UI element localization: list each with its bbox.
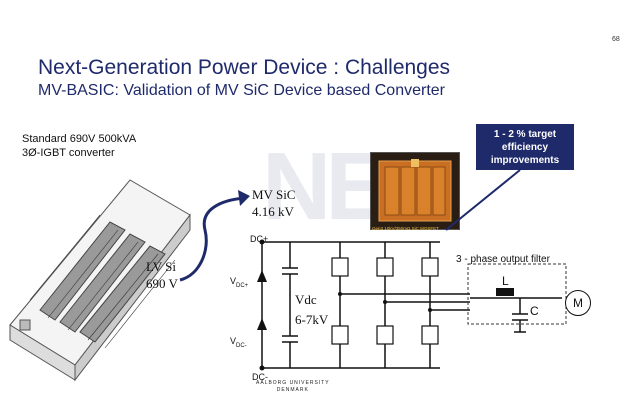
converter-schematic	[257, 239, 567, 371]
capacitor-label: C	[530, 304, 539, 318]
vdc-line1: Vdc	[295, 292, 317, 307]
vdc-minus-sub: DC-	[236, 342, 247, 349]
mv-sic-line1: MV SiC	[252, 187, 296, 202]
footer-line2: DENMARK	[276, 387, 309, 393]
dc-plus-label: DC+	[250, 234, 269, 244]
mv-sic-line2: 4.16 kV	[252, 204, 294, 219]
callout-text: 1 - 2 % target efficiency improvements	[490, 128, 560, 166]
vdc-label: Vdc 6-7kV	[295, 290, 328, 330]
lv-si-line1: LV Si	[146, 259, 176, 274]
efficiency-callout: 1 - 2 % target efficiency improvements	[476, 124, 574, 170]
vdc-line2: 6-7kV	[295, 312, 329, 327]
chip-pads	[378, 159, 452, 222]
vdc-plus-main: V	[230, 276, 237, 286]
mv-sic-label: MV SiC 4.16 kV	[252, 186, 295, 220]
output-filter-label: 3 - phase output filter	[456, 254, 550, 265]
chip-caption: Gen3 10kV/350mΩ SiC MOSFET	[372, 226, 439, 231]
vdc-plus-sub: DC+	[236, 282, 249, 289]
footer-line1: AALBORG UNIVERSITY	[256, 380, 330, 386]
slide-title: Next-Generation Power Device : Challenge…	[38, 56, 451, 79]
callout-pointer	[445, 169, 521, 231]
lv-si-line2: 690 V	[146, 276, 178, 291]
vdc-minus-main: V	[230, 336, 237, 346]
dc-minus-label: DC-	[252, 372, 268, 382]
lv-si-label: LV Si 690 V	[146, 258, 178, 292]
vdc-plus-label: VDC+	[230, 276, 248, 289]
converter-cabinet-illustration	[9, 179, 191, 382]
page-number: 68	[612, 36, 620, 43]
inductor-label: L	[502, 274, 509, 288]
standard-converter-label: Standard 690V 500kVA 3Ø-IGBT converter	[22, 132, 212, 160]
standard-converter-line1: Standard 690V 500kVA	[22, 133, 137, 145]
slide-subtitle: MV-BASIC: Validation of MV SiC Device ba…	[38, 82, 445, 99]
watermark-logo: NE	[262, 133, 389, 240]
sic-mosfet-chip-image	[370, 152, 460, 230]
vdc-minus-label: VDC-	[230, 336, 247, 349]
upgrade-arrow	[179, 190, 250, 282]
standard-converter-line2: 3Ø-IGBT converter	[22, 147, 115, 159]
motor-symbol: M	[565, 290, 591, 316]
university-footer: AALBORG UNIVERSITY DENMARK	[256, 380, 330, 394]
